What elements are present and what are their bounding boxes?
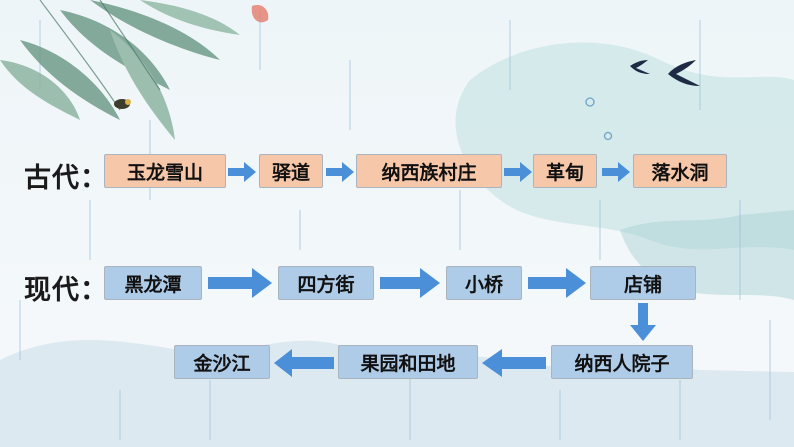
modern-step-jinsha-river: 金沙江 bbox=[174, 345, 270, 379]
arrow-right-icon bbox=[326, 162, 354, 182]
ancient-step-yulong-snow-mountain: 玉龙雪山 bbox=[104, 154, 226, 188]
arrow-right-icon bbox=[228, 162, 256, 182]
arrow-down-icon bbox=[630, 303, 656, 341]
modern-step-small-bridge: 小桥 bbox=[446, 266, 522, 300]
modern-row-label: 现代： bbox=[24, 275, 108, 306]
arrow-right-icon bbox=[602, 162, 630, 182]
arrow-left-icon bbox=[274, 349, 334, 377]
ancient-step-post-road: 驿道 bbox=[259, 154, 323, 188]
modern-step-naxi-courtyard: 纳西人院子 bbox=[551, 345, 693, 379]
ancient-step-gedian: 革甸 bbox=[533, 154, 597, 188]
arrow-right-icon bbox=[208, 268, 272, 298]
modern-step-black-dragon-pool: 黑龙潭 bbox=[104, 266, 202, 300]
modern-step-orchards-fields: 果园和田地 bbox=[338, 345, 478, 379]
arrow-left-icon bbox=[482, 349, 546, 377]
modern-step-sifang-street: 四方街 bbox=[278, 266, 374, 300]
arrow-right-icon bbox=[504, 162, 532, 182]
ancient-row-label: 古代： bbox=[24, 163, 108, 194]
arrow-right-icon bbox=[528, 268, 586, 298]
ancient-step-luoshui-cave: 落水洞 bbox=[633, 154, 727, 188]
modern-step-shop: 店铺 bbox=[590, 266, 696, 300]
ancient-step-naxi-village: 纳西族村庄 bbox=[356, 154, 502, 188]
arrow-right-icon bbox=[380, 268, 440, 298]
